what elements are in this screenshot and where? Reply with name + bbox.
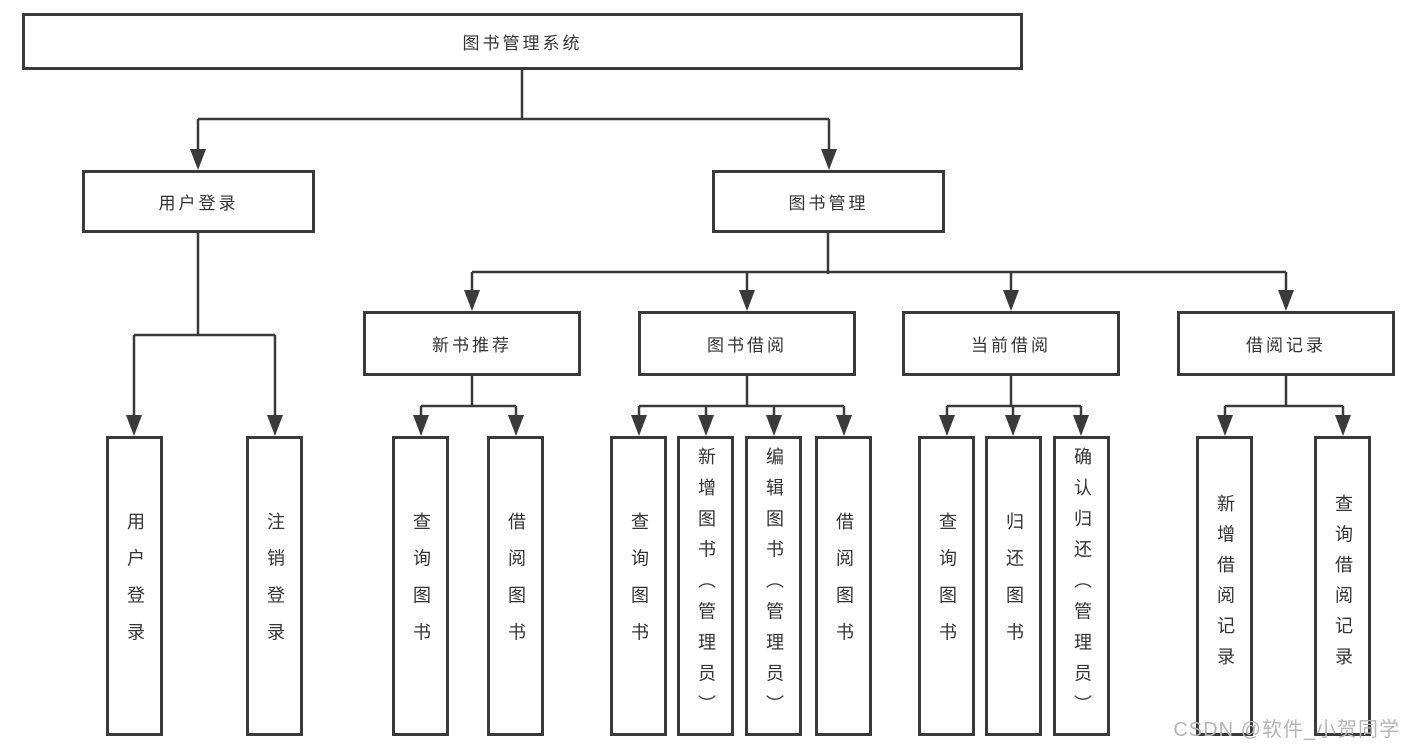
node-book-borrowing: 图书借阅 (638, 311, 856, 376)
leaf-return-books: 归还图书 (985, 436, 1042, 736)
leaf-label: 查询图书 (628, 512, 649, 660)
connector-line (419, 376, 518, 417)
connector-line (637, 376, 846, 417)
node-user-login: 用户登录 (82, 170, 315, 233)
node-label: 新书推荐 (432, 336, 512, 355)
leaf-label: 查询借阅记录 (1332, 494, 1353, 678)
leaf-add-borrow-record: 新增借阅记录 (1196, 436, 1253, 736)
leaf-label: 新增借阅记录 (1214, 494, 1235, 678)
node-borrowing-records: 借阅记录 (1177, 311, 1395, 376)
node-book-management: 图书管理 (712, 170, 945, 233)
leaf-query-books-recommend: 查询图书 (392, 436, 449, 736)
connector-line (945, 376, 1083, 417)
leaf-logout: 注销登录 (246, 436, 303, 736)
arrowhead-icon (508, 415, 524, 436)
arrowhead-icon (698, 415, 714, 436)
connector-line (196, 70, 831, 151)
connector-line (132, 233, 277, 417)
arrowhead-icon (464, 290, 480, 311)
leaf-label: 新增图书（管理员） (695, 446, 716, 726)
leaf-query-books-borrowing: 查询图书 (610, 436, 667, 736)
arrowhead-icon (739, 290, 755, 311)
arrowhead-icon (1278, 290, 1294, 311)
leaf-query-borrow-record: 查询借阅记录 (1314, 436, 1371, 736)
arrowhead-icon (413, 415, 429, 436)
leaf-label: 编辑图书（管理员） (763, 446, 784, 726)
arrowhead-icon (1335, 415, 1351, 436)
connector-line (1223, 376, 1345, 417)
node-current-borrowing: 当前借阅 (902, 311, 1120, 376)
csdn-watermark: CSDN @软件_小贺同学 (1173, 719, 1400, 741)
node-label: 图书借阅 (707, 336, 787, 355)
node-new-book-recommendation: 新书推荐 (363, 311, 581, 376)
node-label: 图书管理 (788, 194, 869, 213)
arrowhead-icon (939, 415, 955, 436)
leaf-label: 用户登录 (124, 512, 145, 660)
arrowhead-icon (631, 415, 647, 436)
arrowhead-icon (1073, 415, 1089, 436)
leaf-user-login: 用户登录 (106, 436, 163, 736)
arrowhead-icon (821, 149, 837, 170)
leaf-label: 借阅图书 (833, 512, 854, 660)
leaf-label: 查询图书 (410, 512, 431, 660)
leaf-borrow-books-borrowing: 借阅图书 (815, 436, 872, 736)
leaf-label: 注销登录 (264, 512, 285, 660)
connector-line (470, 233, 1288, 292)
leaf-label: 确认归还（管理员） (1071, 446, 1092, 726)
node-label: 用户登录 (158, 194, 239, 213)
arrowhead-icon (190, 149, 206, 170)
leaf-label: 查询图书 (936, 512, 957, 660)
leaf-label: 归还图书 (1003, 512, 1024, 660)
node-label: 图书管理系统 (462, 34, 583, 53)
arrowhead-icon (126, 415, 142, 436)
arrowhead-icon (836, 415, 852, 436)
node-label: 当前借阅 (971, 336, 1051, 355)
node-library-management-system: 图书管理系统 (22, 13, 1023, 70)
arrowhead-icon (1217, 415, 1233, 436)
node-label: 借阅记录 (1246, 336, 1326, 355)
leaf-borrow-books-recommend: 借阅图书 (487, 436, 544, 736)
leaf-edit-book-admin: 编辑图书（管理员） (745, 436, 802, 736)
leaf-add-book-admin: 新增图书（管理员） (677, 436, 734, 736)
arrowhead-icon (1005, 415, 1021, 436)
leaf-confirm-return-admin: 确认归还（管理员） (1053, 436, 1110, 736)
arrowhead-icon (267, 415, 283, 436)
arrowhead-icon (1003, 290, 1019, 311)
arrowhead-icon (766, 415, 782, 436)
leaf-label: 借阅图书 (505, 512, 526, 660)
leaf-query-books-current: 查询图书 (918, 436, 975, 736)
